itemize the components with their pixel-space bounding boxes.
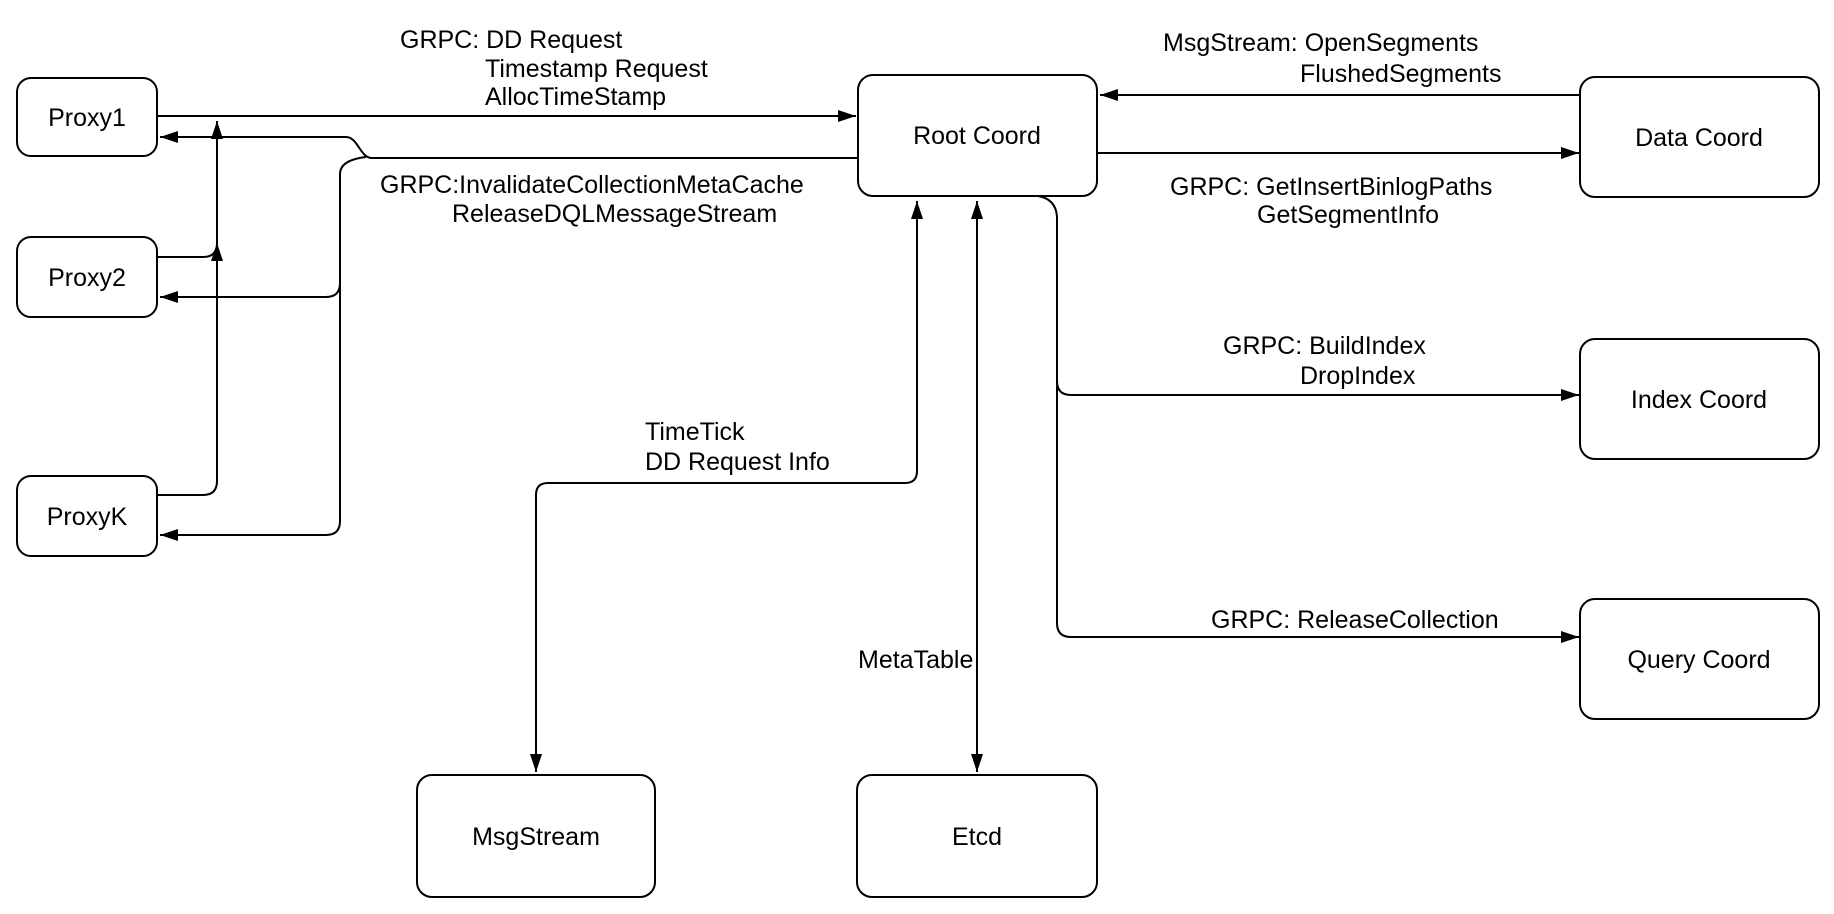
node-msgstream-box	[416, 774, 656, 898]
node-root-coord: Root Coord	[857, 74, 1098, 197]
node-index-coord-label: Index Coord	[1631, 386, 1767, 414]
edge-label-root-to-query: GRPC: ReleaseCollection	[1211, 606, 1499, 634]
node-index-coord-box	[1579, 338, 1820, 460]
node-proxyk-label: ProxyK	[47, 503, 128, 531]
node-query-coord-label: Query Coord	[1627, 646, 1770, 674]
edge-label-line: GRPC: ReleaseCollection	[1211, 606, 1499, 634]
edge-rootcoord-to-proxy1	[160, 131, 858, 159]
edge-label-line: AllocTimeStamp	[485, 83, 666, 111]
edge-proxy2-merge	[157, 242, 223, 262]
edge-label-root-to-data: GRPC: GetInsertBinlogPaths GetSegmentInf…	[1170, 173, 1492, 229]
edge-label-proxy-to-root: GRPC: DD Request Timestamp Request Alloc…	[400, 26, 708, 111]
edge-label-line: DropIndex	[1300, 362, 1416, 390]
node-data-coord-box	[1579, 76, 1820, 198]
node-proxy1: Proxy1	[16, 77, 158, 157]
edge-label-root-to-etcd: MetaTable	[858, 646, 973, 674]
node-root-coord-box	[857, 74, 1098, 197]
edge-label-line: GetSegmentInfo	[1257, 201, 1439, 229]
edge-label-root-to-proxies: GRPC:InvalidateCollectionMetaCache Relea…	[380, 171, 804, 228]
node-etcd-label: Etcd	[952, 823, 1002, 851]
node-data-coord-label: Data Coord	[1635, 124, 1763, 152]
node-proxy2-box	[16, 236, 158, 318]
node-data-coord: Data Coord	[1579, 76, 1820, 198]
edge-rootcoord-to-proxyk	[160, 156, 367, 541]
edge-label-root-to-msgstream: TimeTick DD Request Info	[645, 418, 830, 476]
node-query-coord: Query Coord	[1579, 598, 1820, 720]
node-msgstream: MsgStream	[416, 774, 656, 898]
edge-label-line: MetaTable	[858, 646, 973, 674]
node-index-coord: Index Coord	[1579, 338, 1820, 460]
edge-label-data-to-root: MsgStream: OpenSegments FlushedSegments	[1163, 29, 1502, 88]
edge-rootcoord-to-querycoord	[1037, 195, 1579, 643]
edge-rootcoord-msgstream	[530, 201, 923, 772]
edge-rootcoord-to-proxy2-branch	[160, 282, 341, 303]
edge-rootcoord-to-indexcoord	[1056, 380, 1579, 401]
edge-label-line: GRPC:InvalidateCollectionMetaCache	[380, 171, 804, 199]
edge-proxyk-merge	[157, 121, 223, 496]
node-proxyk-box	[16, 475, 158, 557]
node-query-coord-box	[1579, 598, 1820, 720]
edge-label-line: MsgStream: OpenSegments	[1163, 29, 1478, 57]
node-proxy2-label: Proxy2	[48, 264, 126, 292]
edge-label-line: Timestamp Request	[485, 55, 708, 83]
node-proxy2: Proxy2	[16, 236, 158, 318]
node-etcd: Etcd	[856, 774, 1098, 898]
node-root-coord-label: Root Coord	[913, 122, 1041, 150]
edge-label-line: FlushedSegments	[1300, 60, 1502, 88]
edge-label-line: TimeTick	[645, 418, 745, 446]
node-etcd-box	[856, 774, 1098, 898]
node-proxyk: ProxyK	[16, 475, 158, 557]
edge-label-line: DD Request Info	[645, 448, 830, 476]
edge-label-line: GRPC: BuildIndex	[1223, 332, 1426, 360]
node-proxy1-box	[16, 77, 158, 157]
edge-label-line: ReleaseDQLMessageStream	[452, 200, 777, 228]
edge-label-root-to-index: GRPC: BuildIndex DropIndex	[1223, 332, 1426, 390]
edge-label-line: GRPC: GetInsertBinlogPaths	[1170, 173, 1492, 201]
node-msgstream-label: MsgStream	[472, 823, 600, 851]
node-proxy1-label: Proxy1	[48, 104, 126, 132]
edge-label-line: GRPC: DD Request	[400, 26, 622, 54]
